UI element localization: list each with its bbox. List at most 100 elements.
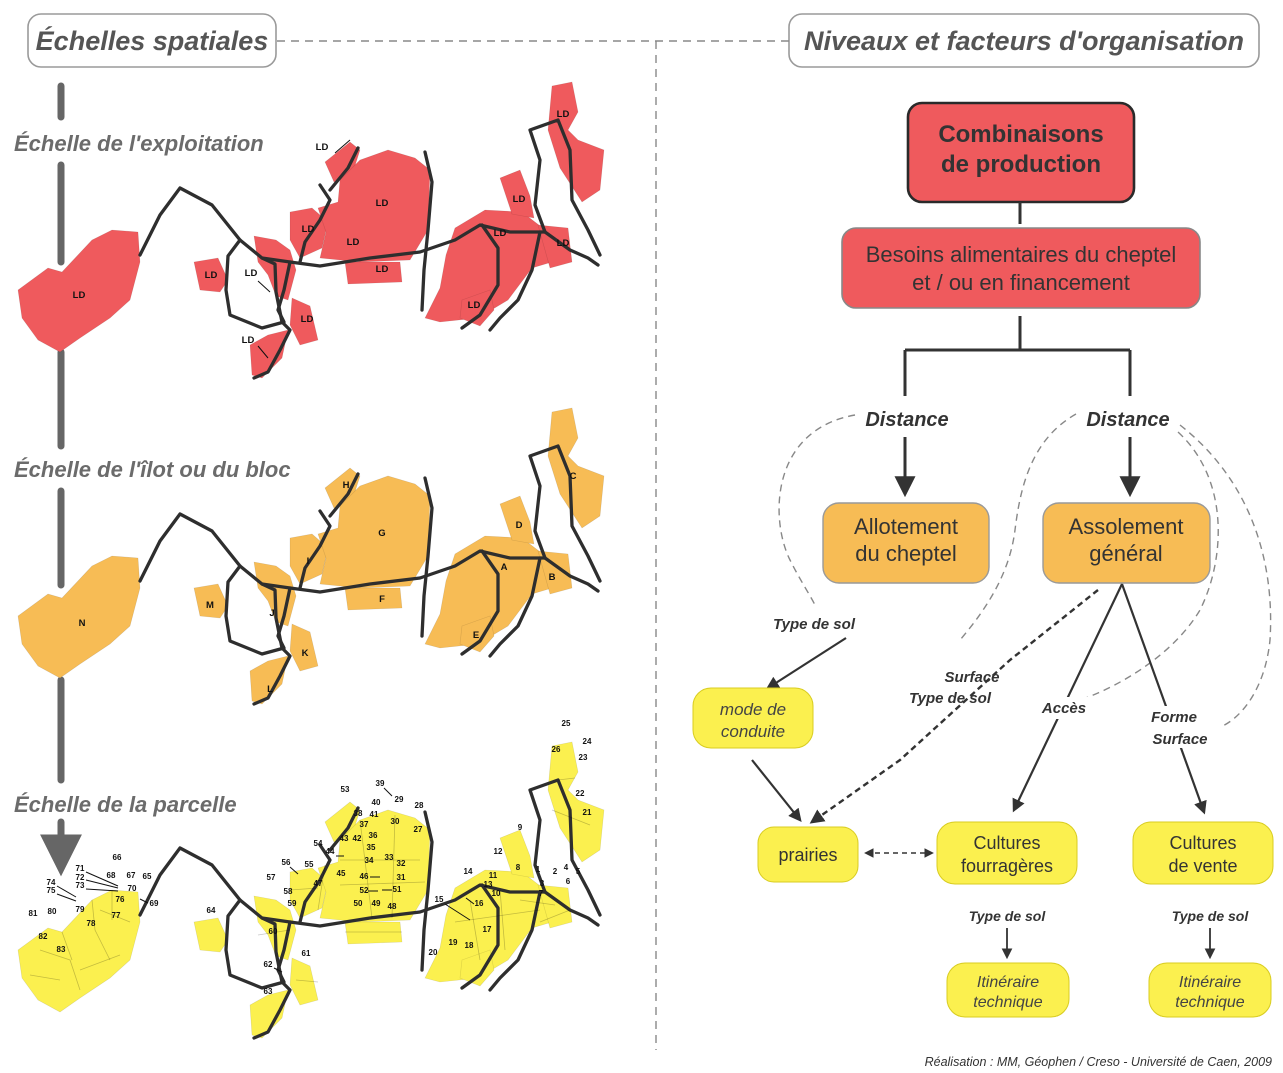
road-a bbox=[224, 564, 292, 656]
map-label: 31 bbox=[397, 873, 406, 882]
label-forme: Forme bbox=[1151, 709, 1197, 726]
svg-text:prairies: prairies bbox=[778, 845, 837, 865]
land-k bbox=[289, 623, 319, 672]
map-label: 51 bbox=[393, 885, 402, 894]
map-label: E bbox=[473, 630, 479, 641]
road-c bbox=[298, 843, 332, 924]
map-label: 39 bbox=[376, 779, 385, 788]
label-leader bbox=[273, 967, 283, 973]
svg-text:Itinéraire: Itinéraire bbox=[977, 974, 1039, 991]
map-label: 7 bbox=[539, 889, 544, 898]
map-label: LD bbox=[316, 142, 329, 153]
map-label: 12 bbox=[494, 847, 503, 856]
parcel-boundary bbox=[539, 909, 571, 923]
map-label: 21 bbox=[583, 808, 592, 817]
road-d bbox=[420, 476, 434, 638]
map-label: C bbox=[570, 471, 577, 482]
label-leader bbox=[334, 139, 351, 154]
land-k bbox=[289, 297, 319, 346]
map-label: D bbox=[516, 520, 523, 531]
road-e bbox=[460, 223, 500, 330]
map-label: 19 bbox=[449, 938, 458, 947]
label-surface: Surface bbox=[944, 669, 999, 686]
map-label: 57 bbox=[267, 873, 276, 882]
land-l bbox=[249, 989, 289, 1039]
dashed-curve-left bbox=[778, 414, 856, 606]
box-besoins: Besoins alimentaires du cheptel et / ou … bbox=[841, 227, 1201, 309]
map-label: 53 bbox=[341, 785, 350, 794]
svg-text:et / ou en financement: et / ou en financement bbox=[912, 270, 1130, 295]
land-l bbox=[249, 655, 289, 705]
map-label: 20 bbox=[429, 948, 438, 957]
map-label: 77 bbox=[112, 911, 121, 920]
road-f bbox=[488, 890, 542, 992]
land-f bbox=[344, 921, 403, 945]
svg-text:Itinéraire: Itinéraire bbox=[1179, 974, 1241, 991]
road-f bbox=[488, 556, 542, 658]
map-label: 55 bbox=[305, 860, 314, 869]
map-label: 59 bbox=[288, 899, 297, 908]
box-cultures-fourrageres: Cultures fourragères bbox=[936, 821, 1078, 885]
map-label: 47 bbox=[314, 879, 323, 888]
dashed-curve-inner bbox=[1079, 431, 1219, 701]
map-label: H bbox=[343, 480, 350, 491]
header-right: Niveaux et facteurs d'organisation bbox=[788, 13, 1260, 68]
credit: Réalisation : MM, Géophen / Creso - Univ… bbox=[925, 1055, 1272, 1069]
svg-text:Assolement: Assolement bbox=[1069, 514, 1184, 539]
land-f bbox=[344, 261, 403, 285]
land-b bbox=[537, 550, 573, 595]
land-e bbox=[459, 949, 495, 987]
map-base-yellow bbox=[17, 741, 605, 1040]
parcel-boundary bbox=[29, 974, 61, 981]
map-label: 9 bbox=[518, 823, 523, 832]
map-label: LD bbox=[513, 194, 526, 205]
map-label: 11 bbox=[489, 871, 498, 880]
label-type-sol-left: Type de sol bbox=[773, 616, 856, 633]
road-g bbox=[528, 118, 602, 257]
map-label: 66 bbox=[113, 853, 122, 862]
land-d bbox=[499, 829, 535, 879]
map-label: 25 bbox=[562, 719, 571, 728]
map-label: 32 bbox=[397, 859, 406, 868]
map-label: 50 bbox=[354, 899, 363, 908]
map-label: 72 bbox=[76, 873, 85, 882]
map-label: 4 bbox=[564, 863, 569, 872]
label-acces: Accès bbox=[1041, 700, 1086, 717]
land-west bbox=[17, 889, 141, 1013]
map-label: 42 bbox=[353, 834, 362, 843]
svg-text:technique: technique bbox=[973, 994, 1042, 1011]
connector-split bbox=[903, 316, 1132, 396]
dashed-curve-mid bbox=[959, 413, 1077, 641]
box-itineraire-2: Itinéraire technique bbox=[1148, 962, 1272, 1018]
map-label: F bbox=[379, 594, 385, 605]
land-e bbox=[459, 615, 495, 653]
map-label: LD bbox=[245, 268, 258, 279]
map-label: 5 bbox=[576, 867, 581, 876]
land-m bbox=[193, 583, 229, 619]
map-label: 58 bbox=[284, 887, 293, 896]
map-label: LD bbox=[557, 109, 570, 120]
road-c bbox=[298, 509, 332, 590]
map-label: LD bbox=[301, 314, 314, 325]
road-d bbox=[420, 810, 434, 972]
road-g bbox=[528, 444, 602, 583]
land-b bbox=[537, 884, 573, 929]
map-label: 18 bbox=[465, 941, 474, 950]
svg-text:Niveaux et facteurs d'organisa: Niveaux et facteurs d'organisation bbox=[804, 26, 1244, 56]
map-label: I bbox=[307, 556, 310, 567]
svg-text:technique: technique bbox=[1175, 994, 1244, 1011]
map-label: LD bbox=[302, 224, 315, 235]
map-label: 64 bbox=[207, 906, 216, 915]
map-base-orange bbox=[17, 407, 605, 706]
map-label: 52 bbox=[360, 886, 369, 895]
map-label: 8 bbox=[516, 863, 521, 872]
map-label: 80 bbox=[48, 907, 57, 916]
svg-text:fourragères: fourragères bbox=[961, 856, 1053, 876]
parcel-boundary bbox=[359, 819, 373, 919]
map-label: 70 bbox=[128, 884, 137, 893]
svg-text:du cheptel: du cheptel bbox=[855, 541, 957, 566]
map-label: 15 bbox=[435, 895, 444, 904]
parcel-boundary bbox=[39, 949, 81, 991]
map-label: LD bbox=[347, 237, 360, 248]
